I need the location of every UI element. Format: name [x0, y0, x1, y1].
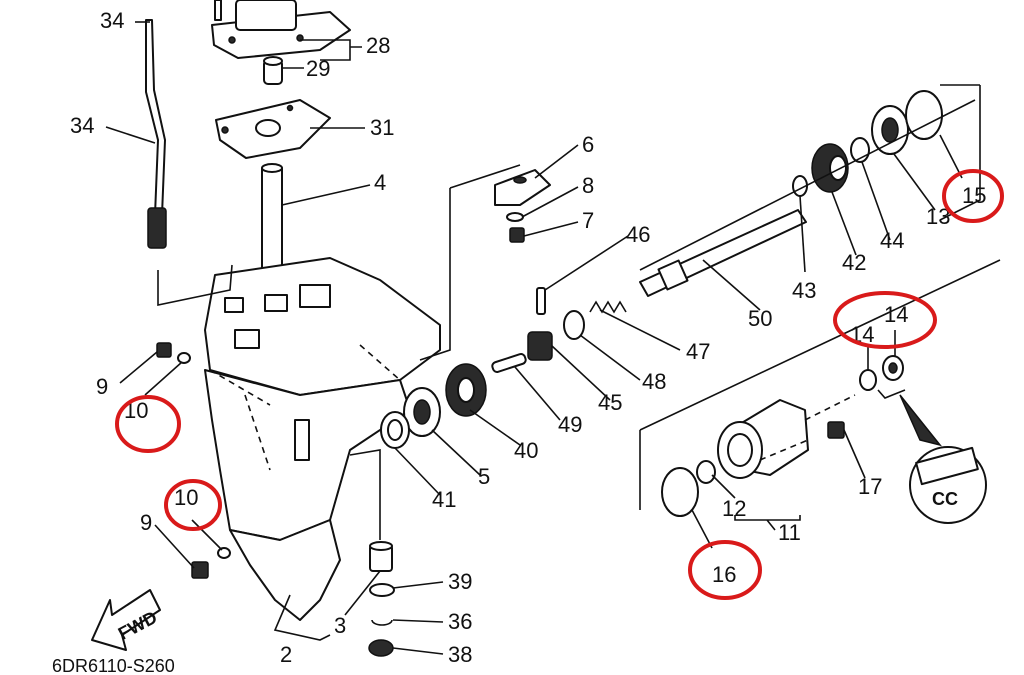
part-washer-39	[369, 583, 395, 597]
part-bearing-5	[403, 387, 441, 437]
part-oring-16	[661, 467, 699, 517]
callout-15: 47	[686, 339, 710, 364]
part-clutch-dog	[527, 331, 553, 361]
part-propeller-shaft	[639, 209, 807, 297]
callout-9: 46	[626, 222, 650, 247]
callout-4: 31	[370, 115, 394, 140]
callout-2: 28	[366, 33, 390, 58]
callout-3: 29	[306, 56, 330, 81]
callout-7: 8	[582, 173, 594, 198]
part-plug-cover	[494, 169, 551, 206]
frame-lines	[157, 84, 1001, 540]
part-cross-pin-49	[491, 353, 527, 373]
highlight-ring-3	[942, 169, 1004, 223]
callout-34: 36	[448, 609, 472, 634]
callout-16: 48	[642, 369, 666, 394]
part-pin-46	[536, 287, 546, 315]
part-spring-47	[563, 310, 585, 340]
part-washer-10-upper	[177, 352, 191, 364]
callout-labels: 3434282931468746910109504748454940541434…	[70, 8, 986, 667]
part-pump-housing	[211, 0, 351, 59]
callout-22: 43	[792, 278, 816, 303]
part-nut-38	[368, 639, 394, 657]
part-gasket-plate	[215, 99, 331, 159]
callout-24: 44	[880, 228, 904, 253]
part-washer-10-lower	[217, 547, 231, 559]
fwd-arrow: FWD	[91, 589, 161, 651]
part-reverse-gear	[811, 143, 849, 193]
highlight-rings	[115, 169, 1004, 600]
callout-23: 42	[842, 250, 866, 275]
callout-31: 16	[712, 562, 736, 587]
part-bolt-7	[509, 227, 525, 243]
part-bolt-17	[827, 421, 845, 439]
callout-6: 6	[582, 132, 594, 157]
callout-36: 3	[334, 613, 346, 638]
part-gear-case	[204, 257, 441, 621]
callout-1: 34	[70, 113, 94, 138]
part-oring-15	[905, 90, 943, 140]
part-clip-36	[371, 619, 393, 626]
part-code: 6DR6110-S260	[52, 656, 175, 675]
highlight-ring-4	[688, 540, 762, 600]
callout-12: 10	[174, 485, 198, 510]
callout-0: 34	[100, 8, 124, 33]
detail-bubble: CC	[899, 394, 987, 524]
callout-19: 40	[514, 438, 538, 463]
callout-29: 12	[722, 496, 746, 521]
callout-21: 41	[432, 487, 456, 512]
part-bolt-9-upper	[156, 342, 172, 358]
part-sleeve	[263, 56, 283, 85]
callout-37: 2	[280, 642, 292, 667]
part-bushing-3	[369, 541, 393, 572]
callout-18: 49	[558, 412, 582, 437]
highlight-ring-2	[833, 291, 937, 349]
highlight-ring-0	[115, 395, 181, 453]
leader-lines	[105, 21, 963, 655]
part-shift-rod	[145, 19, 167, 249]
callout-32: 17	[858, 474, 882, 499]
part-bolt-9-lower	[191, 561, 209, 579]
callout-10: 9	[96, 374, 108, 399]
callout-35: 38	[448, 642, 472, 667]
callout-8: 7	[582, 208, 594, 233]
highlight-ring-1	[164, 479, 222, 531]
callout-27: 14	[884, 302, 908, 327]
part-washer-8	[506, 212, 524, 222]
part-bearing-12	[696, 460, 716, 484]
part-shim-41	[380, 411, 410, 449]
part-prop-shaft-housing	[717, 399, 809, 479]
callout-17: 45	[598, 390, 622, 415]
callout-14: 50	[748, 306, 772, 331]
callout-30: 11	[778, 520, 801, 545]
part-oil-seal-14a	[859, 369, 877, 391]
part-forward-gear	[445, 363, 487, 417]
callout-20: 5	[478, 464, 490, 489]
part-drive-tube	[261, 163, 283, 279]
part-oil-seal-14b	[882, 355, 904, 381]
part-spring-48	[589, 300, 627, 314]
part-bearing-13	[871, 105, 909, 155]
callout-26: 15	[962, 183, 986, 208]
callout-13: 9	[140, 510, 152, 535]
callout-5: 4	[374, 170, 386, 195]
detail-stamp-text: CC	[932, 489, 958, 509]
callout-33: 39	[448, 569, 472, 594]
